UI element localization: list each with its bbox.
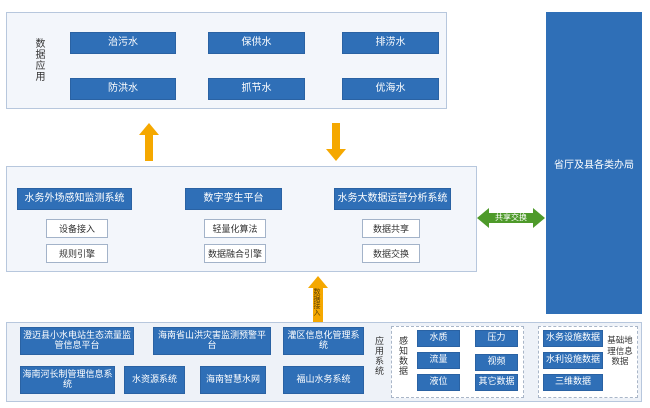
app-button-6[interactable]: 优海水 bbox=[342, 78, 439, 100]
app-button-3[interactable]: 排涝水 bbox=[342, 32, 439, 54]
system-2-item-1[interactable]: 轻量化算法 bbox=[204, 219, 266, 238]
sensing-data-label: 感知数据 bbox=[397, 336, 407, 376]
bottom-app-5[interactable]: 水资源系统 bbox=[124, 366, 185, 394]
share-exchange-label: 共享交换 bbox=[495, 213, 527, 222]
bottom-app-2[interactable]: 海南省山洪灾害监测预警平台 bbox=[153, 327, 271, 355]
bottom-app-1[interactable]: 澄迈县小水电站生态流量监管信息平台 bbox=[20, 327, 134, 355]
up-arrow bbox=[139, 123, 159, 161]
app-button-1[interactable]: 治污水 bbox=[70, 32, 176, 54]
sense-item-6[interactable]: 其它数据 bbox=[475, 374, 518, 391]
app-button-5[interactable]: 抓节水 bbox=[208, 78, 305, 100]
base-item-1[interactable]: 水务设施数据 bbox=[543, 330, 603, 347]
sense-item-1[interactable]: 水质 bbox=[417, 330, 460, 347]
data-access-label: 数据接入 bbox=[313, 288, 321, 316]
system-button-1[interactable]: 水务外场感知监测系统 bbox=[17, 188, 132, 210]
share-exchange-arrow bbox=[477, 208, 545, 228]
app-button-2[interactable]: 保供水 bbox=[208, 32, 305, 54]
base-geo-data-label: 基础地理信息数据 bbox=[607, 336, 633, 368]
bottom-app-4[interactable]: 海南河长制管理信息系统 bbox=[20, 366, 115, 394]
system-button-3[interactable]: 水务大数据运营分析系统 bbox=[334, 188, 451, 210]
sense-item-2[interactable]: 压力 bbox=[475, 330, 518, 347]
sense-item-3[interactable]: 流量 bbox=[417, 352, 460, 369]
data-access-arrow bbox=[308, 276, 328, 324]
system-1-item-2[interactable]: 规则引擎 bbox=[46, 244, 108, 263]
bottom-app-3[interactable]: 灌区信息化管理系统 bbox=[283, 327, 364, 355]
bottom-app-7[interactable]: 福山水务系统 bbox=[283, 366, 364, 394]
base-item-2[interactable]: 水利设施数据 bbox=[543, 352, 603, 369]
down-arrow bbox=[326, 123, 346, 161]
data-application-label: 数据应用 bbox=[33, 38, 44, 82]
system-3-item-1[interactable]: 数据共享 bbox=[362, 219, 420, 238]
system-3-item-2[interactable]: 数据交换 bbox=[362, 244, 420, 263]
sense-item-5[interactable]: 液位 bbox=[417, 374, 460, 391]
sense-item-4[interactable]: 视频 bbox=[475, 354, 518, 371]
system-2-item-2[interactable]: 数据融合引擎 bbox=[204, 244, 266, 263]
system-1-item-1[interactable]: 设备接入 bbox=[46, 219, 108, 238]
system-button-2[interactable]: 数字孪生平台 bbox=[185, 188, 282, 210]
base-item-3[interactable]: 三维数据 bbox=[543, 374, 603, 391]
app-button-4[interactable]: 防洪水 bbox=[70, 78, 176, 100]
provincial-departments-label: 省厅及县各类办局 bbox=[554, 159, 634, 171]
application-systems-label: 应用系统 bbox=[373, 336, 383, 376]
provincial-departments-panel[interactable]: 省厅及县各类办局 bbox=[546, 12, 642, 314]
bottom-app-6[interactable]: 海南智慧水网 bbox=[200, 366, 266, 394]
